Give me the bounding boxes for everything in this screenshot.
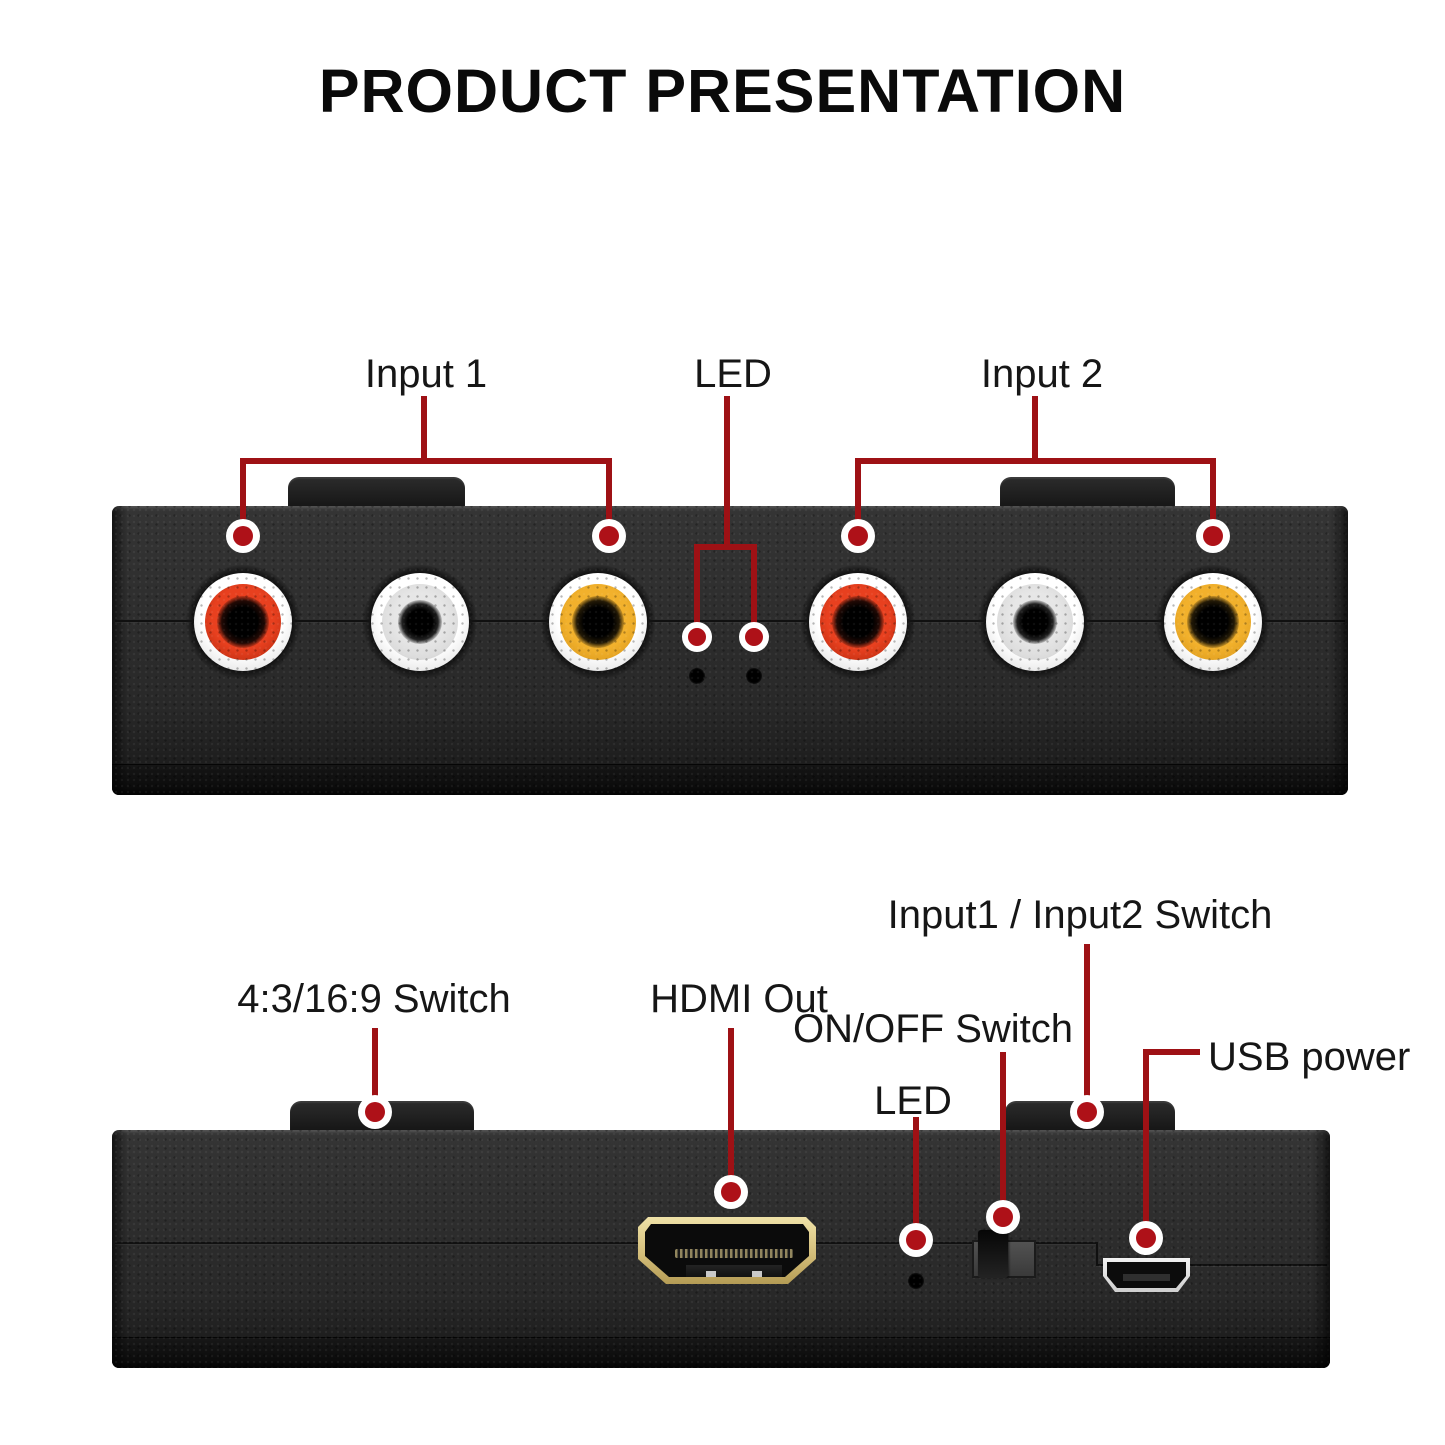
callout-marker-input-switch <box>1070 1095 1104 1129</box>
led-hole-back <box>908 1273 924 1289</box>
callout-marker-input2-red-jack <box>841 519 875 553</box>
hdmi-pins <box>675 1249 793 1258</box>
callout-line-input2-stem <box>1032 396 1038 462</box>
label-usb-power: USB power <box>1208 1035 1411 1079</box>
callout-line-input1-left <box>240 458 246 526</box>
front-top-button-right <box>1000 477 1175 507</box>
led-hole-2 <box>746 668 762 684</box>
callout-marker-led2 <box>739 622 769 652</box>
callout-line-hdmi-stem <box>728 1028 734 1180</box>
back-bottom-chamfer <box>112 1337 1330 1368</box>
micro-usb-tongue <box>1123 1274 1170 1281</box>
callout-marker-onoff <box>986 1200 1020 1234</box>
label-led-front: LED <box>694 352 772 396</box>
front-panel-seam <box>115 620 1345 622</box>
callout-line-input-switch-stem <box>1084 944 1090 1101</box>
callout-line-aspect-stem <box>372 1028 378 1102</box>
hdmi-port <box>638 1217 816 1284</box>
led-hole-1 <box>689 668 705 684</box>
callout-line-led-front-stem <box>724 396 730 548</box>
callout-marker-usb <box>1129 1221 1163 1255</box>
rca-jack-red-input1 <box>186 565 300 679</box>
rca-jack-yellow-input2 <box>1156 565 1270 679</box>
callout-line-input1-right <box>606 458 612 526</box>
callout-marker-hdmi <box>714 1175 748 1209</box>
callout-line-input2-right <box>1210 458 1216 526</box>
callout-marker-aspect-switch <box>358 1095 392 1129</box>
callout-line-led-back-stem <box>913 1117 919 1229</box>
callout-line-led-front-bracket <box>694 544 757 550</box>
callout-line-input2-bracket <box>855 458 1216 464</box>
on-off-switch-knob <box>978 1230 1008 1278</box>
callout-line-usb-stem <box>1143 1049 1149 1227</box>
callout-marker-input1-yellow-jack <box>592 519 626 553</box>
callout-line-led-front-right <box>751 544 757 626</box>
back-panel-seam-mid <box>1036 1242 1098 1244</box>
label-hdmi-out: HDMI Out <box>650 977 828 1021</box>
back-panel-seam-right <box>1098 1264 1327 1266</box>
label-on-off-switch: ON/OFF Switch <box>792 1007 1074 1051</box>
callout-marker-input1-red-jack <box>226 519 260 553</box>
hdmi-port-cavity <box>645 1224 809 1277</box>
front-bottom-chamfer <box>112 764 1348 795</box>
label-aspect-switch: 4:3/16:9 Switch <box>237 977 511 1021</box>
callout-line-led-front-left <box>694 544 700 626</box>
hdmi-tongue <box>686 1265 782 1277</box>
back-panel-seam-left <box>115 1242 974 1244</box>
rca-jack-white-input2 <box>978 565 1092 679</box>
label-led-back: LED <box>874 1079 952 1123</box>
callout-marker-input2-yellow-jack <box>1196 519 1230 553</box>
callout-line-onoff-stem <box>1000 1052 1006 1205</box>
rca-jack-yellow-input1 <box>541 565 655 679</box>
label-input2: Input 2 <box>980 352 1104 396</box>
rca-jack-white-input1 <box>363 565 477 679</box>
front-top-button-left <box>288 477 465 507</box>
micro-usb-cavity <box>1107 1262 1186 1288</box>
back-panel-seam-step <box>1096 1242 1098 1266</box>
callout-marker-led-back <box>899 1223 933 1257</box>
callout-line-usb-elbow <box>1146 1049 1200 1055</box>
callout-marker-led1 <box>682 622 712 652</box>
callout-line-input2-left <box>855 458 861 526</box>
label-input-switch: Input1 / Input2 Switch <box>887 893 1273 937</box>
callout-line-input1-bracket <box>240 458 612 464</box>
micro-usb-port <box>1103 1258 1190 1292</box>
rca-jack-red-input2 <box>801 565 915 679</box>
page-title: PRODUCT PRESENTATION <box>318 57 1127 125</box>
callout-line-input1-stem <box>421 396 427 462</box>
label-input1: Input 1 <box>364 352 488 396</box>
